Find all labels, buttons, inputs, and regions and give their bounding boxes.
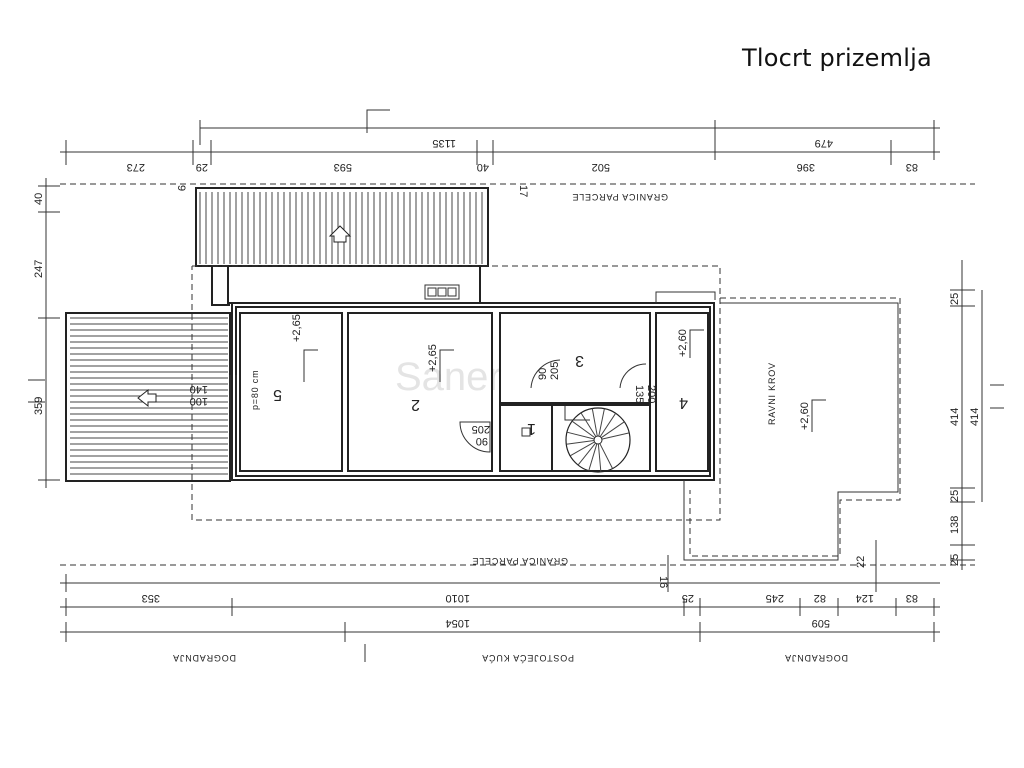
hatch-line	[588, 443, 598, 471]
page-title: Tlocrt prizemlja	[742, 44, 932, 72]
door-1-width: 90	[476, 435, 488, 447]
room-number-3: 3	[575, 352, 584, 369]
room5-parapet: p=80 cm	[250, 370, 260, 410]
dim-right-414-a: 414	[949, 408, 961, 426]
hatch-line	[591, 408, 598, 437]
parcel-label-top: GRANICA PARCELE	[572, 192, 668, 202]
label-annex-right: DOGRADNJA	[784, 653, 848, 663]
hatch-line	[566, 440, 595, 445]
level-room2: +2,65	[427, 344, 439, 372]
door-2-width: 90	[537, 368, 549, 380]
dim-right-414-b: 414	[969, 408, 981, 426]
left-dimensions: 40 247 359	[28, 178, 60, 488]
level-room5: +2,65	[291, 314, 303, 342]
house-walls	[211, 266, 715, 481]
room5-window-100: 100	[190, 395, 208, 407]
dim-top-83: 83	[906, 161, 918, 173]
hatch-line	[601, 432, 630, 440]
dim-bottom-124: 124	[856, 592, 874, 604]
top-dimensions: 1135 479 273 29 593 40 502 396 83 9 17	[60, 109, 940, 197]
dim-bottom-25: 25	[682, 592, 694, 604]
dim-bottom-1010: 1010	[446, 592, 470, 604]
flat-roof-outline	[683, 302, 899, 561]
label-existing-house: POSTOJEĆA KUĆA	[481, 653, 574, 663]
dim-top-479: 479	[815, 137, 833, 149]
dim-bottom-82: 82	[814, 592, 826, 604]
hatch-line	[577, 442, 596, 466]
level-room4: +2,60	[677, 329, 689, 357]
top-terrace	[195, 187, 489, 267]
hatch-line	[598, 408, 605, 437]
dim-top-9: 9	[175, 185, 187, 191]
hatch-line	[569, 441, 595, 457]
dim-bottom-22: 22	[855, 556, 867, 568]
parcel-label-bottom: GRANICA PARCELE	[472, 556, 568, 566]
hatch-line	[597, 443, 602, 472]
room5-window-140: 140	[190, 383, 208, 395]
dim-right-25-c: 25	[949, 554, 961, 566]
dim-bottom-245: 245	[766, 592, 784, 604]
hatch-line	[571, 420, 596, 439]
door-3-width: 200	[645, 385, 657, 403]
bottom-dimensions: 16 22 353 1010 25 245 82 124 83 1054 509…	[60, 540, 940, 663]
dim-bottom-353: 353	[142, 592, 160, 604]
flat-roof-label: RAVNI KROV	[767, 362, 777, 425]
dim-bottom-16: 16	[657, 576, 669, 588]
level-markers: +2,65 +2,65 +2,60 +2,60	[291, 314, 826, 432]
hatch-line	[599, 413, 617, 437]
door-2-height: 205	[549, 362, 561, 380]
label-annex-left: DOGRADNJA	[172, 653, 236, 663]
dim-top-17: 17	[517, 185, 529, 197]
dim-top-502: 502	[592, 161, 610, 173]
dim-top-40: 40	[477, 161, 489, 173]
dim-top-273: 273	[127, 161, 145, 173]
dim-top-396: 396	[797, 161, 815, 173]
dim-bottom-509: 509	[812, 617, 830, 629]
dim-right-25-b: 25	[949, 490, 961, 502]
watermark: Saner	[395, 355, 502, 399]
door-1-height: 205	[472, 423, 490, 435]
room-number-1: 1	[527, 420, 536, 437]
room-number-4: 4	[679, 394, 688, 411]
dim-left-247: 247	[33, 260, 45, 278]
dim-bottom-1054: 1054	[446, 617, 470, 629]
dim-right-138: 138	[949, 516, 961, 534]
room-number-2: 2	[411, 396, 420, 413]
dim-left-40: 40	[33, 193, 45, 205]
dim-left-359: 359	[33, 397, 45, 415]
hatch-line	[601, 421, 625, 439]
hatch-line	[599, 443, 613, 469]
outline-dashed	[191, 265, 721, 521]
right-dimensions: 25 414 414 25 138 25	[949, 260, 1004, 570]
left-terrace	[65, 312, 231, 482]
dim-bottom-83: 83	[906, 592, 918, 604]
room-number-5: 5	[273, 386, 282, 403]
level-flat-roof: +2,60	[799, 402, 811, 430]
door-3-height: 135	[633, 385, 645, 403]
opening-annotations: 140 100 p=80 cm 90 205 90 205 200 135	[190, 362, 657, 447]
hatch-line	[580, 412, 597, 437]
dim-top-29: 29	[196, 161, 208, 173]
dim-top-1135: 1135	[432, 137, 456, 149]
hatch-line	[566, 431, 595, 440]
dim-right-25-a: 25	[949, 293, 961, 305]
flat-roof-dashed	[689, 297, 901, 557]
dim-top-593: 593	[334, 161, 352, 173]
